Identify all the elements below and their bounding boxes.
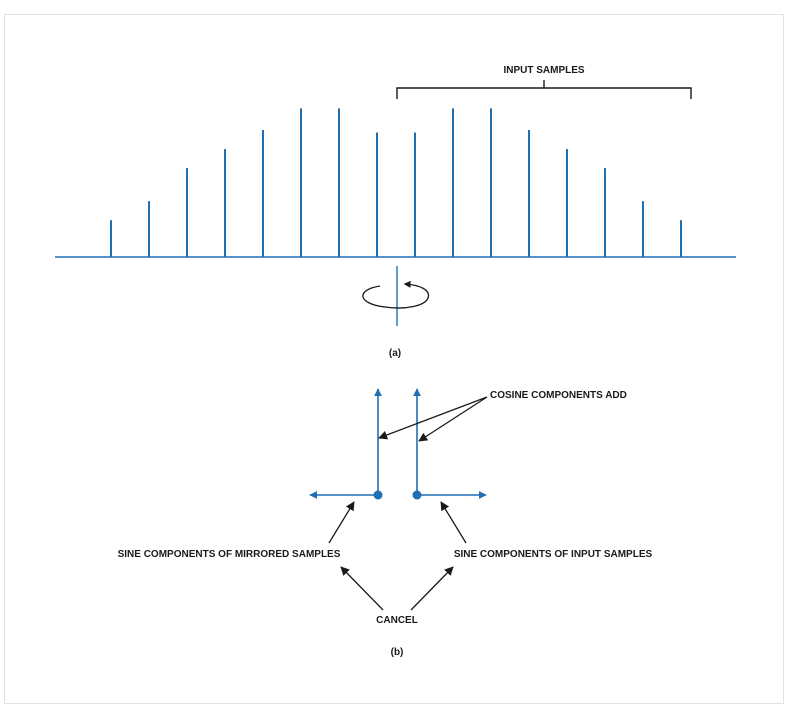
leader-cancel-to-input xyxy=(410,566,454,611)
leader-cosine-to-input xyxy=(418,396,488,442)
sine-input-label: SINE COMPONENTS OF INPUT SAMPLES xyxy=(454,549,653,560)
leader-cosine-to-mirrored xyxy=(378,396,488,440)
figure-frame xyxy=(4,14,784,704)
input-samples-bracket xyxy=(396,80,692,99)
cancel-label: CANCEL xyxy=(376,615,418,626)
leader-mirrored-to-vector xyxy=(328,501,355,544)
part-a: INPUT SAMPLES (a) xyxy=(55,65,736,359)
cosine-components-add-label: COSINE COMPONENTS ADD xyxy=(490,390,627,401)
sample-stems xyxy=(110,108,682,257)
leader-cancel-to-mirrored xyxy=(340,566,384,611)
part-b: COSINE COMPONENTS ADD SINE COMPONENTS OF… xyxy=(118,388,653,658)
origin-dot-mirrored xyxy=(373,490,383,500)
leader-input-to-vector xyxy=(440,501,467,544)
caption-b: (b) xyxy=(391,647,404,658)
rotation-arrow-icon xyxy=(362,280,430,309)
caption-a: (a) xyxy=(389,348,401,359)
input-samples-label: INPUT SAMPLES xyxy=(503,65,584,76)
sine-mirrored-label: SINE COMPONENTS OF MIRRORED SAMPLES xyxy=(118,549,341,560)
origin-dot-input xyxy=(412,490,422,500)
